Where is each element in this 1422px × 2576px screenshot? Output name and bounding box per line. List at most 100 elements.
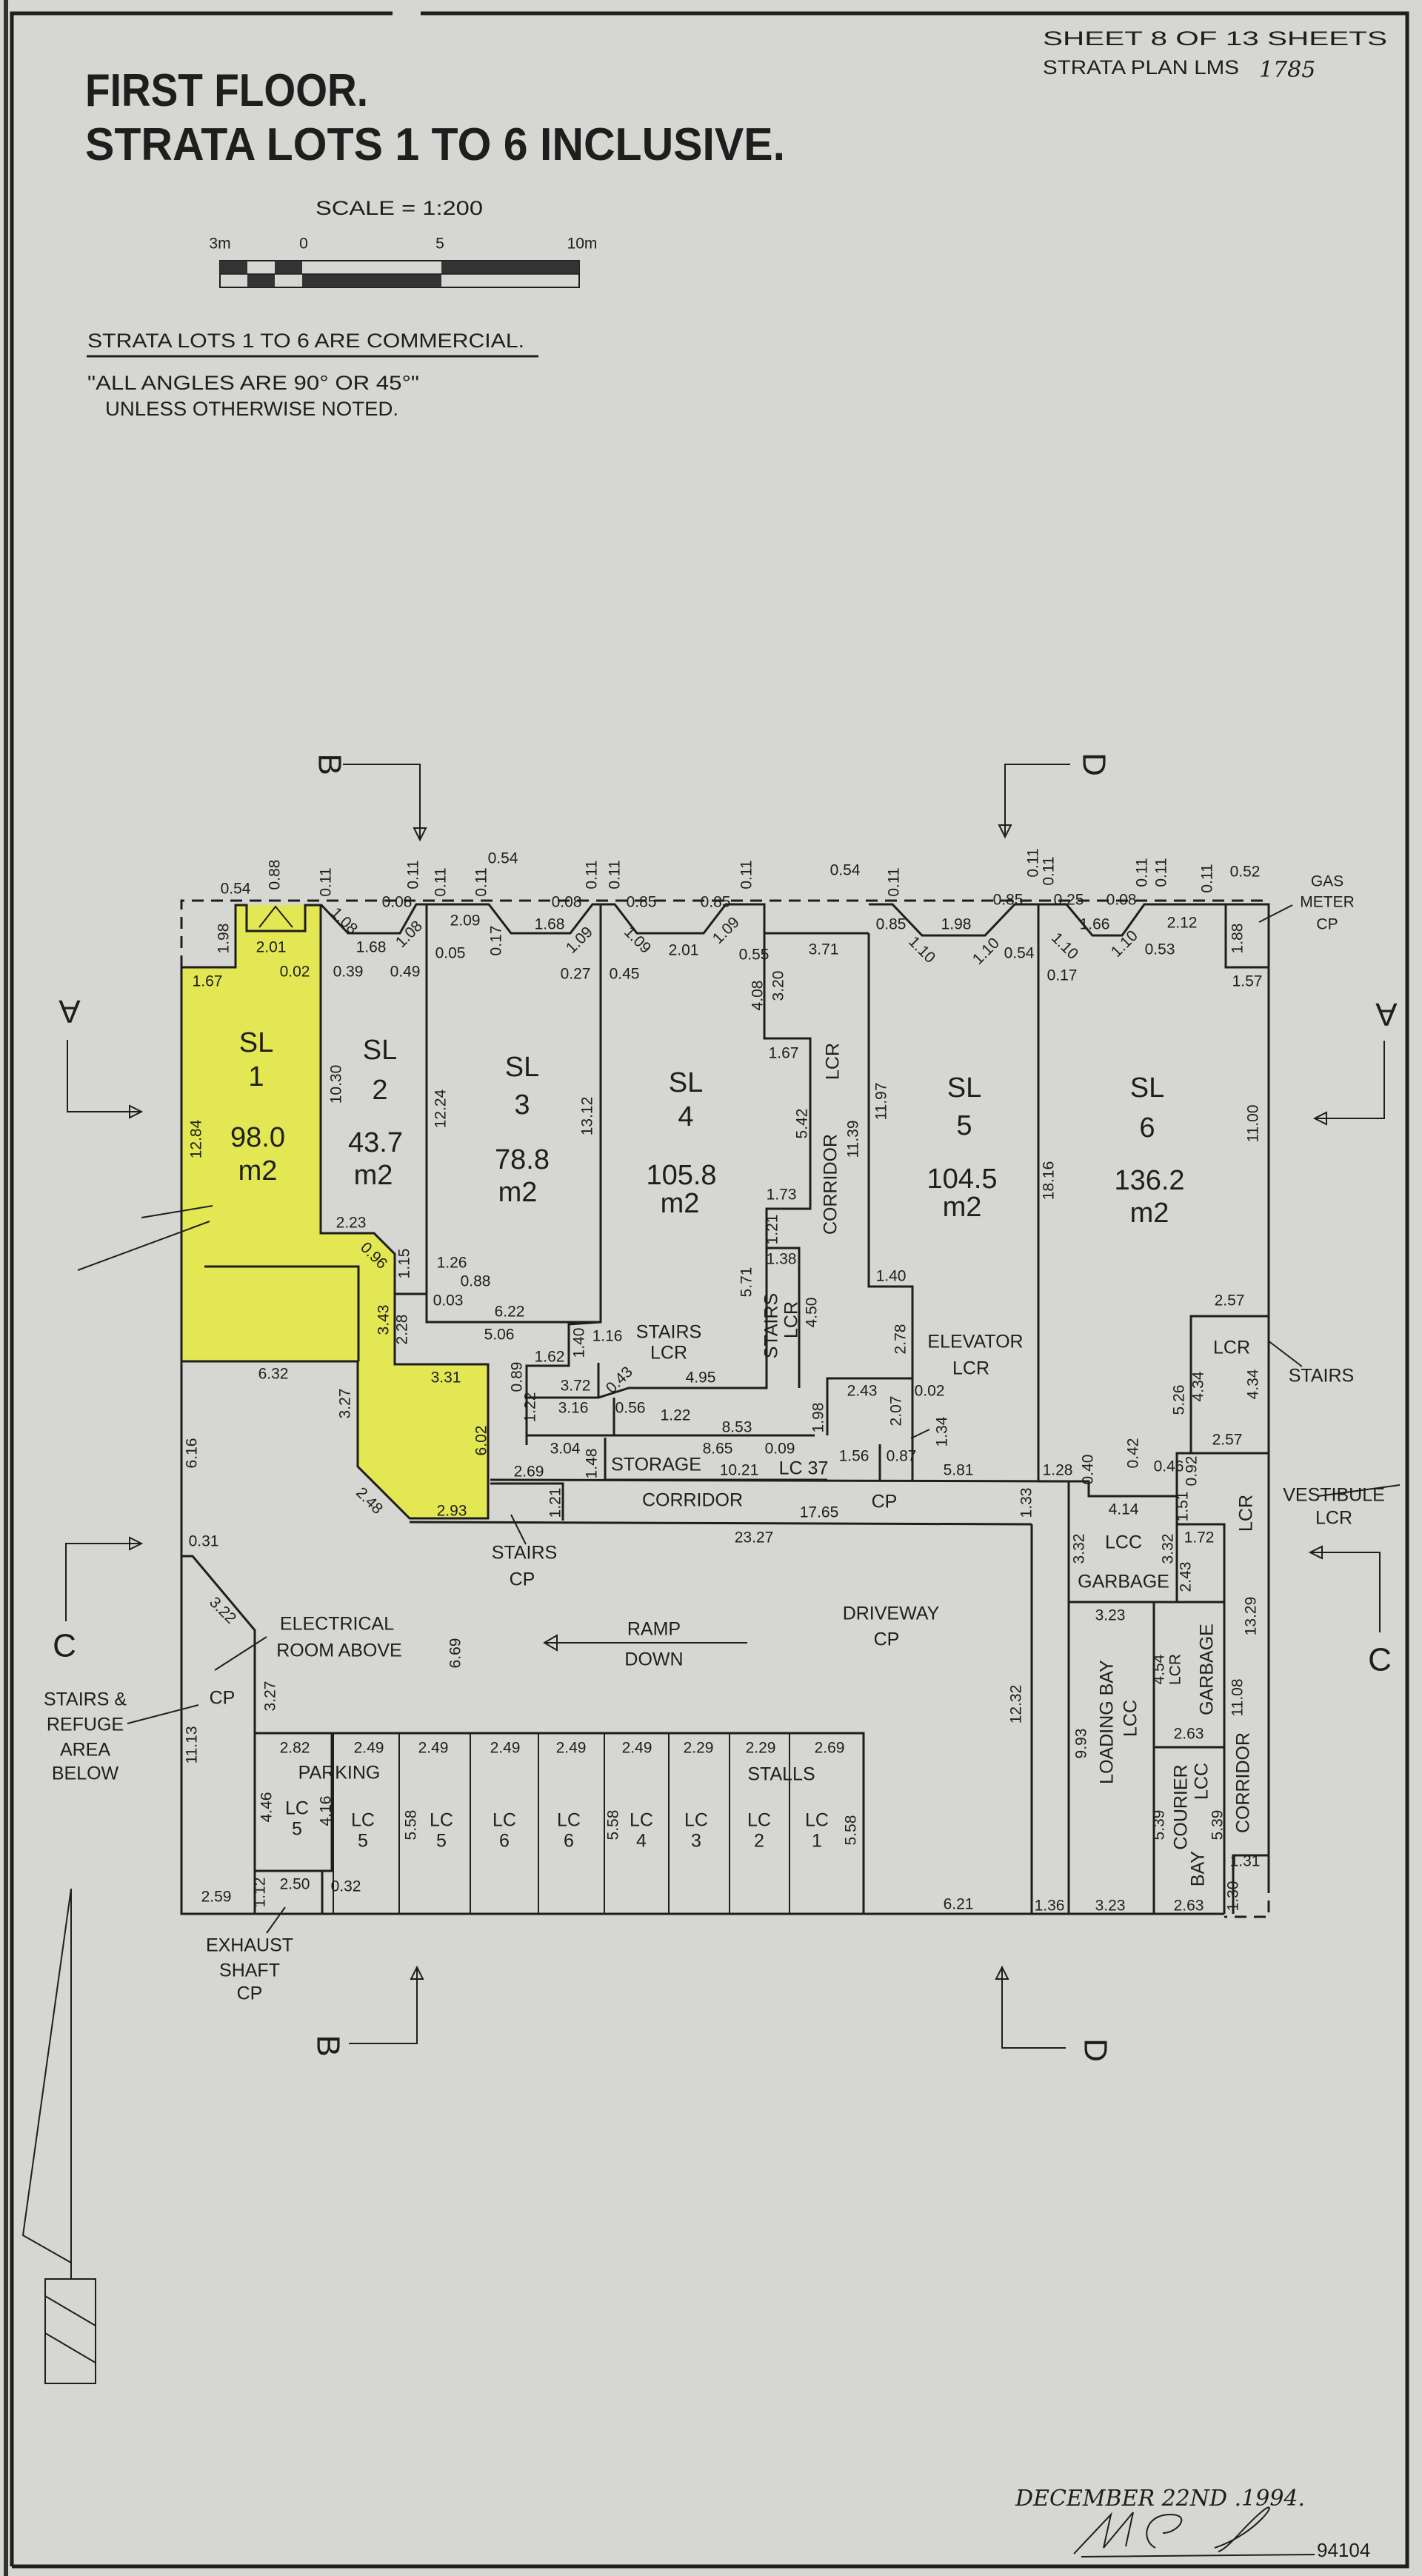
scale-tick-label: 0 [299, 236, 308, 253]
parking-stalls: LC 5 LC 5 LC 5 LC 6 LC 6 LC 4 LC 3 LC 2 … [285, 1798, 829, 1852]
dimension-label: 4.08 [750, 981, 767, 1011]
scale-tick-label: 3m [209, 236, 230, 253]
room-label: RAMP [627, 1619, 681, 1640]
lot-area-unit: m2 [498, 1177, 538, 1208]
dimension-label: 1.33 [1018, 1488, 1035, 1518]
room-label: GAS [1311, 873, 1343, 890]
dimension-label: 1.88 [1229, 924, 1246, 954]
dimension-label: 3.32 [1071, 1534, 1088, 1564]
room-label: STAIRS [636, 1322, 701, 1343]
lot-area: 136.2 [1114, 1165, 1184, 1196]
room-label: BAY [1188, 1851, 1209, 1886]
lot-area-unit: m2 [1130, 1198, 1169, 1229]
dimension-label: 4.14 [1109, 1501, 1139, 1518]
lot-area-unit: m2 [943, 1192, 982, 1223]
dimension-label: 0.11 [1025, 848, 1042, 877]
room-label: ROOM ABOVE [276, 1641, 401, 1661]
dimension-label: 3.32 [1160, 1534, 1177, 1564]
dimension-label: 3.20 [770, 971, 787, 1001]
lot-number: 4 [678, 1101, 693, 1132]
room-label: ELEVATOR [927, 1332, 1023, 1352]
room-label: LC 37 [779, 1458, 829, 1479]
dimension-label: 13.29 [1243, 1597, 1260, 1636]
dimension-label: 0.11 [1041, 856, 1058, 885]
lot-number: 5 [956, 1110, 972, 1141]
dimension-label: 0.85 [993, 892, 1024, 909]
section-marker-c-right: C [1308, 1545, 1392, 1678]
title-line-1: FIRST FLOOR. [85, 65, 368, 116]
stall-number: 2 [754, 1831, 764, 1852]
lot-area: 104.5 [927, 1164, 997, 1195]
lot-prefix: SL [239, 1027, 273, 1058]
strata-plan-label: STRATA PLAN LMS [1043, 56, 1239, 79]
dimension-label: 0.92 [1184, 1456, 1201, 1486]
stall-lc-label: LC [805, 1810, 829, 1831]
dimension-label: 0.32 [331, 1878, 361, 1895]
room-label: CP [237, 1983, 263, 2004]
dimension-label: 5.58 [605, 1810, 622, 1841]
dimension-label: 13.12 [579, 1097, 596, 1136]
dimension-label: 1.98 [216, 924, 233, 954]
dimension-label: 0.40 [1080, 1455, 1097, 1485]
room-label: LCR [952, 1358, 989, 1379]
commercial-note: STRATA LOTS 1 TO 6 ARE COMMERCIAL. [87, 330, 524, 352]
dimension-label: 5.58 [843, 1815, 860, 1846]
dimension-label: 1.40 [876, 1268, 907, 1285]
dimension-label: 1.98 [941, 916, 972, 933]
surveyor-number: 94104 [1317, 2539, 1370, 2561]
dimension-label: 0.11 [318, 867, 335, 896]
dimension-label: 9.93 [1073, 1729, 1090, 1759]
strata-lot-3: SL 3 78.8 m2 [495, 1052, 550, 1208]
dimension-label: 0.02 [915, 1383, 945, 1400]
dimension-label: 3.71 [809, 941, 839, 958]
dimension-label: 2.78 [892, 1324, 909, 1355]
room-label: STALLS [747, 1764, 815, 1785]
dimension-label: 3.43 [375, 1305, 393, 1335]
room-label: STAIRS [1289, 1366, 1354, 1387]
room-label: CP [510, 1569, 535, 1590]
dimension-label: 1.66 [1080, 916, 1110, 933]
room-label: LCR [1213, 1338, 1250, 1358]
room-label: LCR [1236, 1495, 1257, 1532]
dimension-label: 0.85 [701, 894, 731, 911]
dimension-label: 2.69 [514, 1464, 544, 1481]
dimension-label: 0.11 [1153, 858, 1170, 887]
dimension-label: 12.32 [1008, 1685, 1025, 1724]
dimension-label: 11.97 [873, 1083, 890, 1121]
dimension-label: 10.21 [720, 1462, 759, 1479]
dimension-label: 2.82 [280, 1740, 310, 1757]
room-label: COURIER [1171, 1764, 1192, 1849]
dimension-label: 5.39 [1209, 1810, 1226, 1841]
dimension-label: 5.06 [484, 1327, 515, 1344]
dimension-label: 3.27 [262, 1681, 279, 1712]
stall-number: 6 [564, 1831, 574, 1852]
room-label: BELOW [52, 1764, 119, 1784]
dimension-label: 1.10 [905, 933, 938, 967]
dimension-label: 3.72 [561, 1378, 591, 1395]
dimension-label: 5.39 [1151, 1810, 1168, 1841]
stall-lc-label: LC [285, 1798, 309, 1819]
dimension-label: 0.11 [405, 860, 422, 889]
dimension-label: 0.85 [627, 894, 657, 911]
dimension-label: 0.54 [1004, 945, 1035, 962]
lot-number: 6 [1139, 1112, 1155, 1144]
dimension-label: 1.10 [969, 935, 1003, 968]
dimension-label: 2.49 [490, 1740, 521, 1757]
stall-number: 5 [292, 1819, 302, 1840]
room-label: LCC [1105, 1532, 1142, 1553]
dimension-label: 2.49 [418, 1740, 449, 1757]
room-label: SHAFT [219, 1961, 280, 1981]
dimension-label: 1.10 [1048, 930, 1081, 963]
title-line-2: STRATA LOTS 1 TO 6 INCLUSIVE. [85, 119, 785, 170]
room-label: CP [872, 1492, 898, 1512]
dimension-label: 8.65 [703, 1441, 733, 1458]
lot-area: 78.8 [495, 1144, 550, 1175]
dimension-label: 2.43 [1178, 1562, 1195, 1592]
dimension-label: 0.56 [615, 1400, 646, 1417]
dimension-label: 12.24 [433, 1089, 450, 1128]
dimension-label: 1.09 [563, 924, 596, 957]
dimension-label: 0.46 [1154, 1458, 1184, 1475]
dimension-label: 3.27 [337, 1389, 354, 1419]
dimension-label: 5.81 [944, 1462, 974, 1479]
